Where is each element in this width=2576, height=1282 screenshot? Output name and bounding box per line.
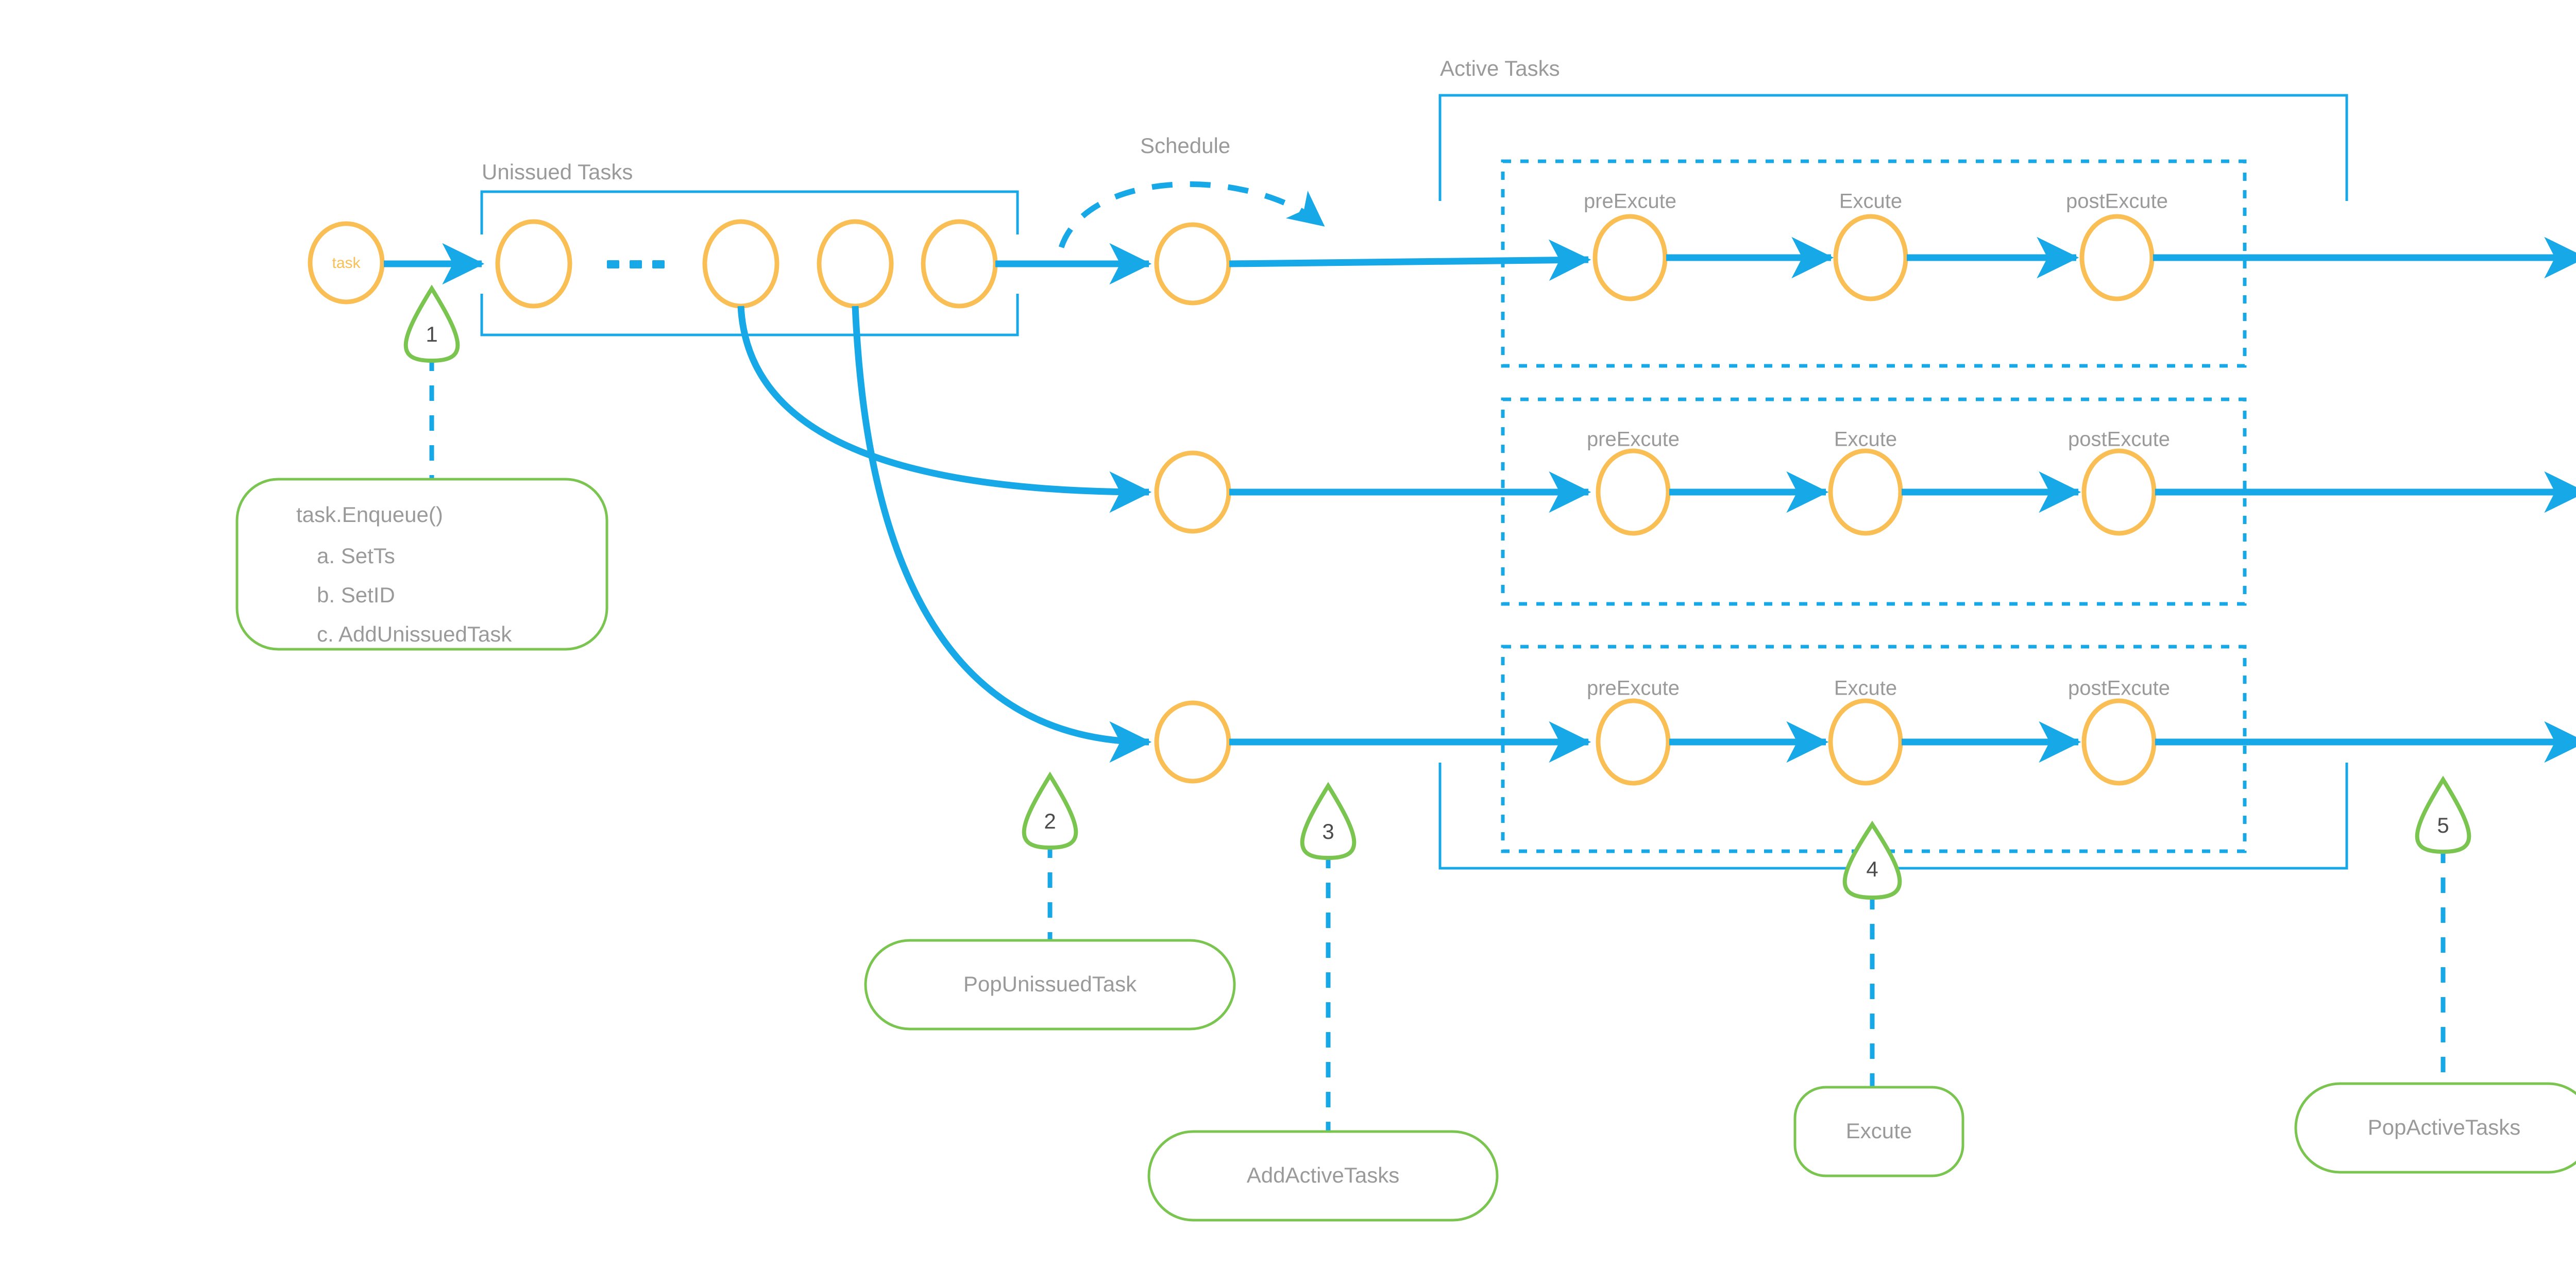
- marker-1-drop-icon: [403, 284, 460, 363]
- queue-node-4[interactable]: [921, 219, 998, 309]
- row-3-stage-label-pre: preExcute: [1587, 677, 1680, 700]
- callout-2[interactable]: PopUnissuedTask: [864, 939, 1236, 1031]
- callout-3-box: [1147, 1130, 1499, 1222]
- edge-queue-to-row3-entry: [852, 306, 1152, 763]
- row-3: preExcute Excute postExcute: [1154, 645, 2576, 853]
- schedule-label: Schedule: [1140, 133, 1230, 158]
- marker-4-number: 4: [1866, 857, 1878, 881]
- row-3-entry-node[interactable]: [1154, 700, 1231, 784]
- callout-4-box: [1793, 1086, 1964, 1177]
- callout-1[interactable]: task.Enqueue() a. SetTs b. SetID c. AddU…: [235, 478, 608, 651]
- row-3-stage-label-exec: Excute: [1834, 677, 1897, 700]
- marker-5-drop-icon: [2415, 775, 2471, 854]
- queue-ellipsis-icon: [607, 260, 665, 268]
- edge-row1-entry-to-pre: [1229, 239, 1591, 281]
- callout-1-line-b: b. SetID: [317, 583, 395, 607]
- active-tasks-label: Active Tasks: [1440, 56, 1560, 80]
- row-2-node-excute[interactable]: [1828, 448, 1903, 536]
- queue-node-2[interactable]: [702, 219, 779, 309]
- callout-5-box: [2294, 1082, 2576, 1174]
- callout-2-box: [864, 939, 1236, 1031]
- row-1-stage-label-exec: Excute: [1839, 190, 1902, 213]
- callout-4-title: Excute: [1846, 1119, 1912, 1143]
- queue-node-3[interactable]: [817, 219, 894, 309]
- row-1-stage-label-post: postExcute: [2066, 190, 2168, 213]
- callout-1-box: [235, 478, 608, 651]
- row-2-node-preexcute[interactable]: [1596, 448, 1671, 536]
- marker-3-number: 3: [1322, 819, 1334, 844]
- row-2-node-postexcute[interactable]: [2081, 448, 2157, 536]
- row-2-entry-node[interactable]: [1154, 450, 1231, 534]
- row-3-node-preexcute[interactable]: [1596, 698, 1671, 786]
- callout-1-line-a: a. SetTs: [317, 544, 395, 568]
- marker-5-number: 5: [2437, 813, 2449, 837]
- callout-2-title: PopUnissuedTask: [963, 972, 1137, 996]
- row-2: preExcute Excute postExcute: [1154, 397, 2576, 606]
- marker-3-drop-icon: [1300, 782, 1357, 861]
- row-2-stage-label-post: postExcute: [2068, 428, 2170, 451]
- row-1-node-postexcute[interactable]: [2079, 214, 2155, 301]
- marker-1-number: 1: [426, 322, 437, 346]
- row-3-node-postexcute[interactable]: [2081, 698, 2157, 786]
- task-source-node[interactable]: task: [308, 221, 385, 305]
- edge-queue-to-row2-entry: [737, 306, 1152, 513]
- queue-node-1[interactable]: [495, 219, 572, 309]
- row-2-stage-label-exec: Excute: [1834, 428, 1897, 451]
- row-1: preExcute Excute postExcute: [1154, 159, 2576, 368]
- unissued-tasks-bracket: [480, 190, 1019, 336]
- row-2-stage-box: [1501, 397, 2247, 606]
- row-1-node-excute[interactable]: [1833, 214, 1908, 301]
- callout-3[interactable]: AddActiveTasks: [1147, 1130, 1499, 1222]
- row-1-entry-node[interactable]: [1154, 222, 1231, 306]
- marker-2-number: 2: [1044, 809, 1056, 833]
- row-3-node-excute[interactable]: [1828, 698, 1903, 786]
- row-1-stage-label-pre: preExcute: [1584, 190, 1676, 213]
- callout-4[interactable]: Excute: [1793, 1086, 1964, 1177]
- row-3-stage-label-post: postExcute: [2068, 677, 2170, 700]
- marker-2-drop-icon: [1022, 771, 1078, 850]
- callout-5[interactable]: PopActiveTasks: [2294, 1082, 2576, 1174]
- callout-1-title: task.Enqueue(): [296, 502, 443, 527]
- row-1-node-preexcute[interactable]: [1592, 214, 1668, 301]
- task-source-label: task: [332, 255, 361, 272]
- row-1-stage-box: [1501, 159, 2247, 368]
- marker-4-drop-icon: [1842, 820, 1902, 900]
- callout-3-title: AddActiveTasks: [1247, 1163, 1399, 1187]
- callout-1-line-c: c. AddUnissuedTask: [317, 622, 512, 646]
- unissued-tasks-label: Unissued Tasks: [482, 160, 633, 184]
- row-2-stage-label-pre: preExcute: [1587, 428, 1680, 451]
- callout-5-title: PopActiveTasks: [2368, 1115, 2520, 1139]
